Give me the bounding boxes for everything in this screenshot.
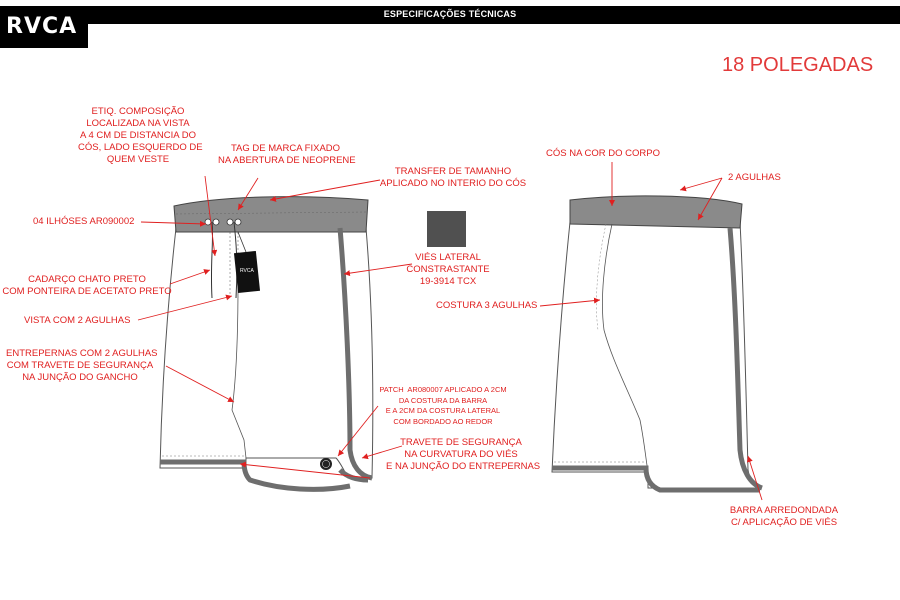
annotation-leaders [137,162,763,501]
brand-logo-text: RVCA [6,14,78,39]
annotation-2-agulhas: 2 AGULHAS [728,172,781,183]
annotation-vista: VISTA COM 2 AGULHAS [24,315,131,326]
annotation-patch: PATCH AR080007 APLICADO A 2CM DA COSTURA… [379,385,507,426]
annotation-tag-marca: TAG DE MARCA FIXADO NA ABERTURA DE NEOPR… [218,143,356,166]
size-label: 18 POLEGADAS [722,54,874,76]
front-view-shorts [159,196,374,492]
annotation-ilhoses: 04 ILHÓSES AR090002 [33,216,135,227]
annotation-cadarco: CADARÇO CHATO PRETO COM PONTEIRA DE ACET… [2,274,172,297]
hang-tag [233,231,261,294]
header-bar: ESPECIFICAÇÕES TÉCNICAS [0,6,900,24]
annotation-etiq-composicao: ETIQ. COMPOSIÇÃO LOCALIZADA NA VISTA A 4… [78,106,203,165]
annotation-entrepernas: ENTREPERNAS COM 2 AGULHAS COM TRAVETE DE… [6,348,158,383]
annotation-travete: TRAVETE DE SEGURANÇA NA CURVATURA DO VIÉ… [386,437,541,472]
annotation-cos-cor: CÓS NA COR DO CORPO [546,148,661,159]
hang-tag-text: RVCA [240,268,254,274]
page-title: ESPECIFICAÇÕES TÉCNICAS [383,9,517,19]
annotation-transfer-tamanho: TRANSFER DE TAMANHO APLICADO NO INTERIO … [379,166,527,189]
color-swatch [427,211,466,247]
annotation-vies-lateral: VIÉS LATERAL CONSTRASTANTE 19-3914 TCX [406,252,490,287]
annotation-barra-arredondada: BARRA ARREDONDADA C/ APLICAÇÃO DE VIÉS [729,505,839,528]
back-view-shorts [551,195,764,493]
brand-logo: RVCA [0,6,88,48]
annotation-costura-3-agulhas: COSTURA 3 AGULHAS [436,300,538,311]
